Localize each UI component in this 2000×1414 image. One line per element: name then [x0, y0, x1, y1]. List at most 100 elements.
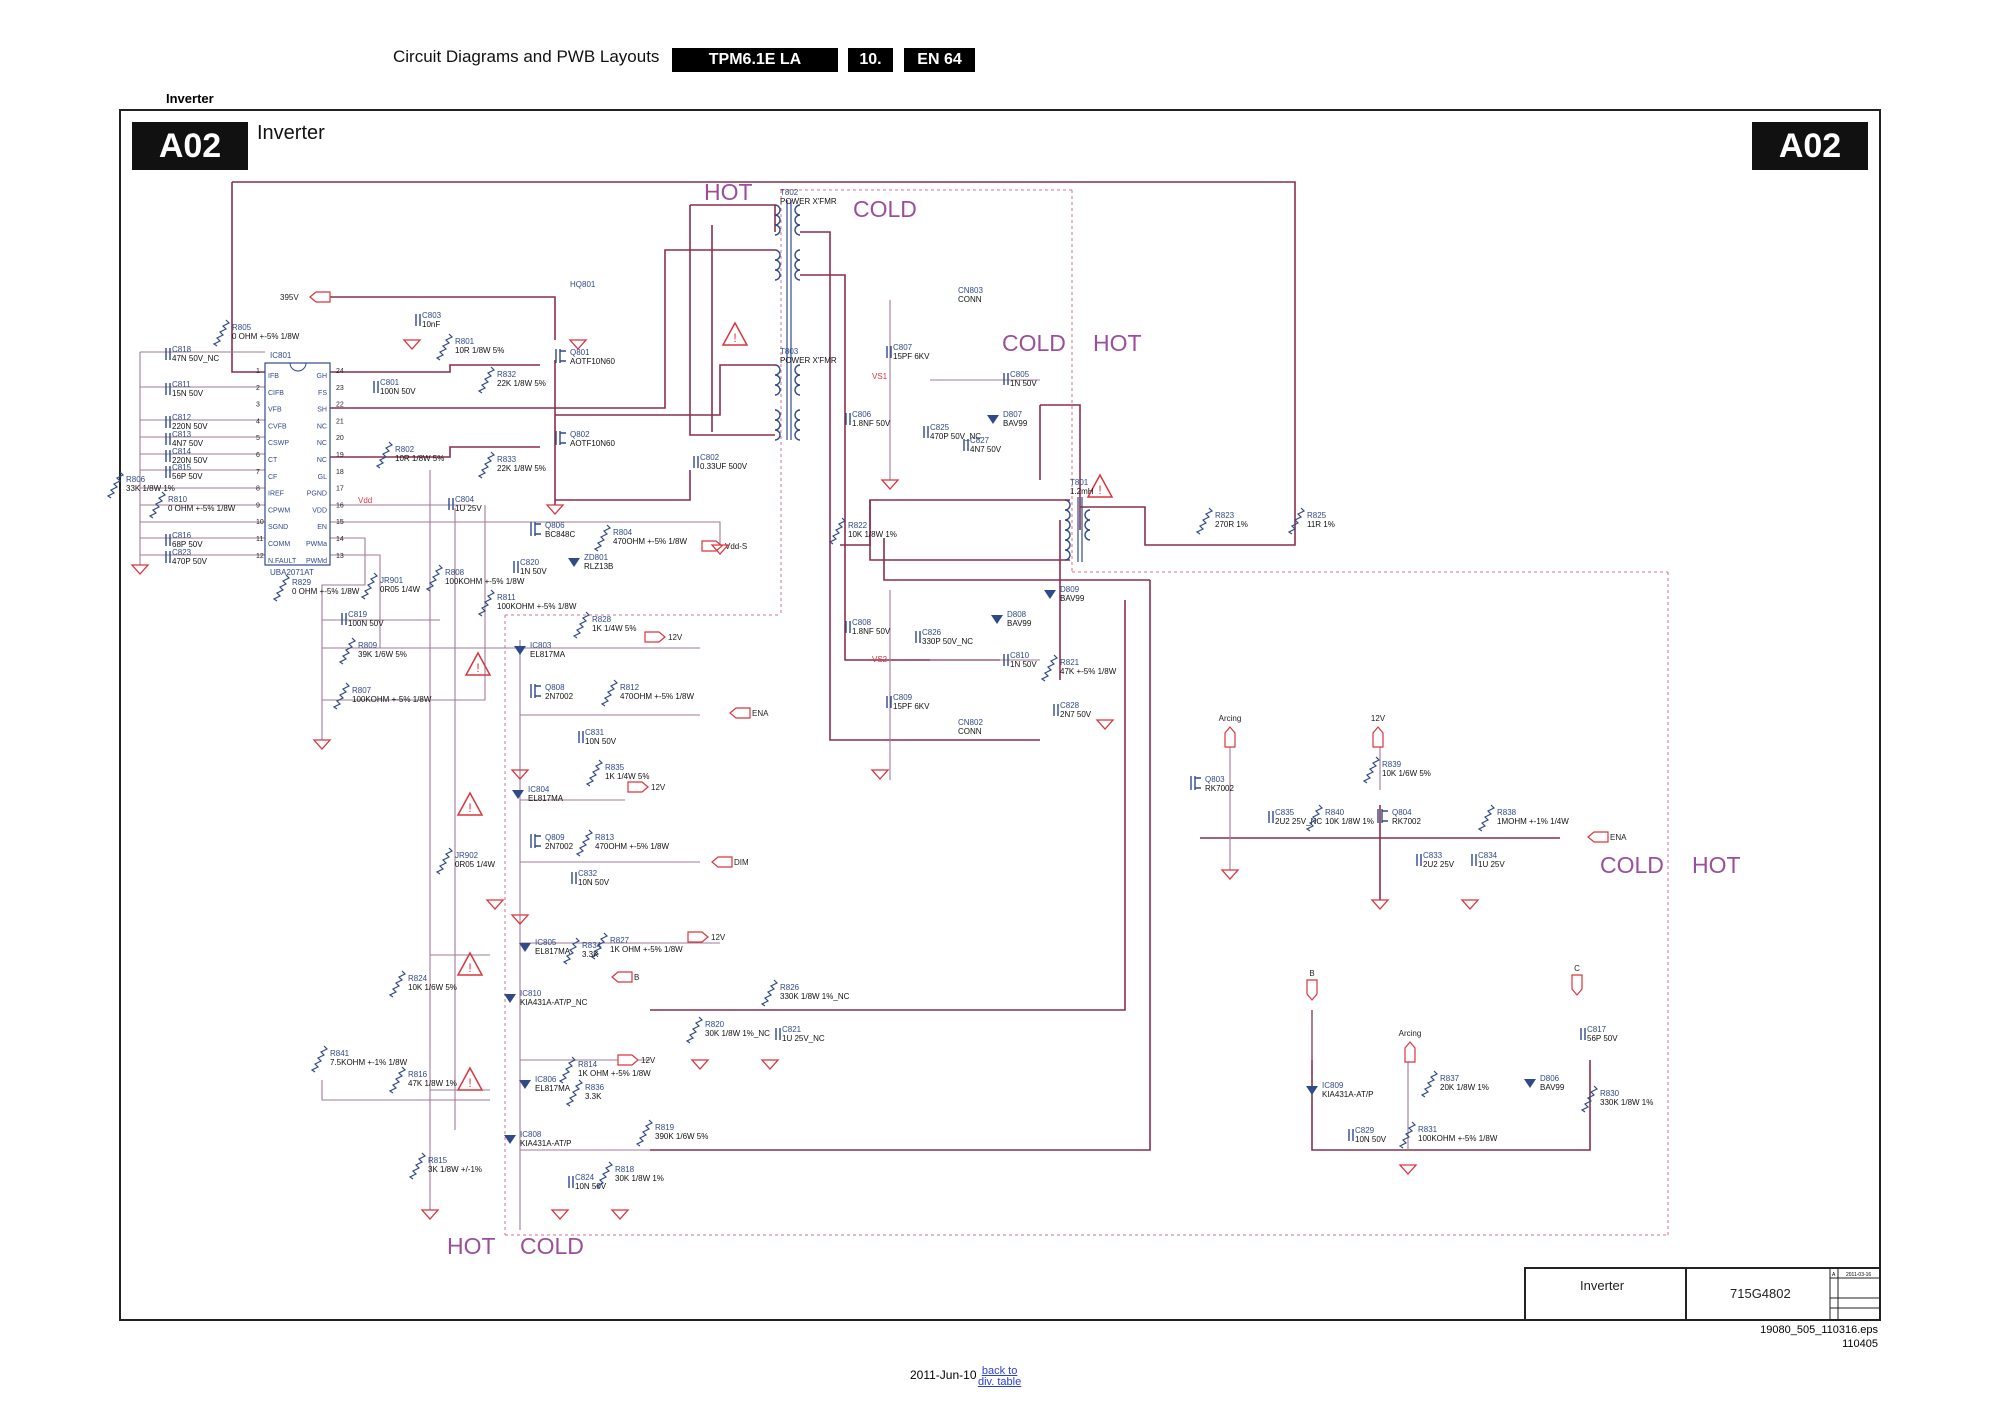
resistor-symbol	[685, 1016, 704, 1044]
component-value: 10N 50V	[578, 878, 610, 887]
net-label: Vdd	[358, 496, 372, 505]
component-value: 0 OHM +-5% 1/8W	[168, 504, 236, 513]
resistor-symbol	[565, 1079, 584, 1107]
component-value: 2N7002	[545, 692, 574, 701]
transformer-winding	[1064, 499, 1071, 561]
net-flag-label: 12V	[1371, 714, 1386, 723]
component-value: 0 OHM +-5% 1/8W	[292, 587, 360, 596]
component-value: 10K 1/6W 5%	[1382, 769, 1431, 778]
component-value: BAV99	[1007, 619, 1032, 628]
component-value: 2N7002	[545, 842, 574, 851]
component-ref: C826	[922, 628, 942, 637]
resistor-symbol	[425, 564, 444, 592]
component-value: 56P 50V	[1587, 1034, 1618, 1043]
svg-text:!: !	[468, 1076, 471, 1090]
diode-symbol	[1524, 1079, 1536, 1088]
component-ref: IC806	[535, 1075, 557, 1084]
resistor-symbol	[1398, 1121, 1417, 1149]
component-value: 100KOHM +-5% 1/8W	[497, 602, 577, 611]
component-value: 100KOHM +-5% 1/8W	[445, 577, 525, 586]
diode-symbol	[514, 646, 526, 655]
ic-pin-name: CPWM	[268, 507, 290, 514]
component-ref: C808	[852, 618, 872, 627]
ic-pin-name: CT	[268, 457, 278, 464]
component-ref: R805	[232, 323, 252, 332]
component-value: 3K 1/8W +/-1%	[428, 1165, 482, 1174]
wire	[800, 231, 1040, 741]
component-value: 220N 50V	[172, 422, 208, 431]
ground-icon	[710, 544, 730, 555]
warning-triangle-icon: !	[721, 321, 749, 346]
resistor-symbol	[1420, 1070, 1439, 1098]
isolation-boundaries	[504, 189, 1669, 1236]
zone-label: COLD	[1002, 330, 1066, 356]
component-value: 10N 50V	[1355, 1135, 1387, 1144]
resistor-symbol	[477, 366, 496, 394]
link-line-2[interactable]: div. table	[978, 1376, 1022, 1388]
component-value: 390K 1/6W 5%	[655, 1132, 708, 1141]
component-ref: C828	[1060, 701, 1080, 710]
component-value: 22K 1/8W 5%	[497, 379, 546, 388]
ic-pin-number: 5	[256, 435, 260, 442]
resistor-symbol	[1580, 1085, 1599, 1113]
component-value: 15PF 6KV	[893, 352, 930, 361]
component-ref: R838	[1497, 808, 1517, 817]
transformer-winding	[794, 204, 801, 236]
component-value: 1K OHM +-5% 1/8W	[578, 1069, 651, 1078]
component-value: 4N7 50V	[172, 439, 204, 448]
resistor-symbol	[575, 829, 594, 857]
component-ref: C813	[172, 430, 192, 439]
component-ref: C819	[348, 610, 368, 619]
net-flag	[627, 781, 649, 793]
component-ref: R810	[168, 495, 188, 504]
component-value: 1K OHM +-5% 1/8W	[610, 945, 683, 954]
diode-symbol	[987, 415, 999, 424]
transformer-winding	[774, 409, 781, 441]
wire	[330, 554, 381, 648]
ic-pin-number: 12	[256, 553, 264, 560]
component-ref: Q808	[545, 683, 565, 692]
transformer-winding	[774, 204, 781, 236]
transistor-symbol	[530, 522, 541, 536]
back-to-div-table-link[interactable]: back to div. table	[978, 1366, 1021, 1388]
component-ref: Q803	[1205, 775, 1225, 784]
resistor-symbol	[828, 517, 847, 545]
ground-icon	[510, 769, 530, 780]
transistor-symbol	[555, 349, 566, 363]
ic-pin-name: N.FAULT	[268, 558, 297, 565]
zone-label: HOT	[1692, 852, 1741, 878]
resistor-symbol	[1477, 804, 1496, 832]
component-value: 1K 1/4W 5%	[592, 624, 636, 633]
component-value: 33K 1/8W 1%	[126, 484, 175, 493]
component-ref: R839	[1382, 760, 1402, 769]
ground-icon	[568, 339, 588, 350]
resistor-symbol	[212, 319, 231, 347]
link-line-1[interactable]: back to	[981, 1365, 1018, 1377]
resistor-symbol	[635, 1119, 654, 1147]
net-flag	[729, 707, 751, 719]
warning-triangle-icon: !	[456, 951, 484, 976]
component-ref: R801	[455, 337, 475, 346]
component-value: AOTF10N60	[570, 439, 615, 448]
resistor-symbol	[338, 637, 357, 665]
component-value: BC848C	[545, 530, 575, 539]
transistor-symbol	[1377, 809, 1388, 823]
